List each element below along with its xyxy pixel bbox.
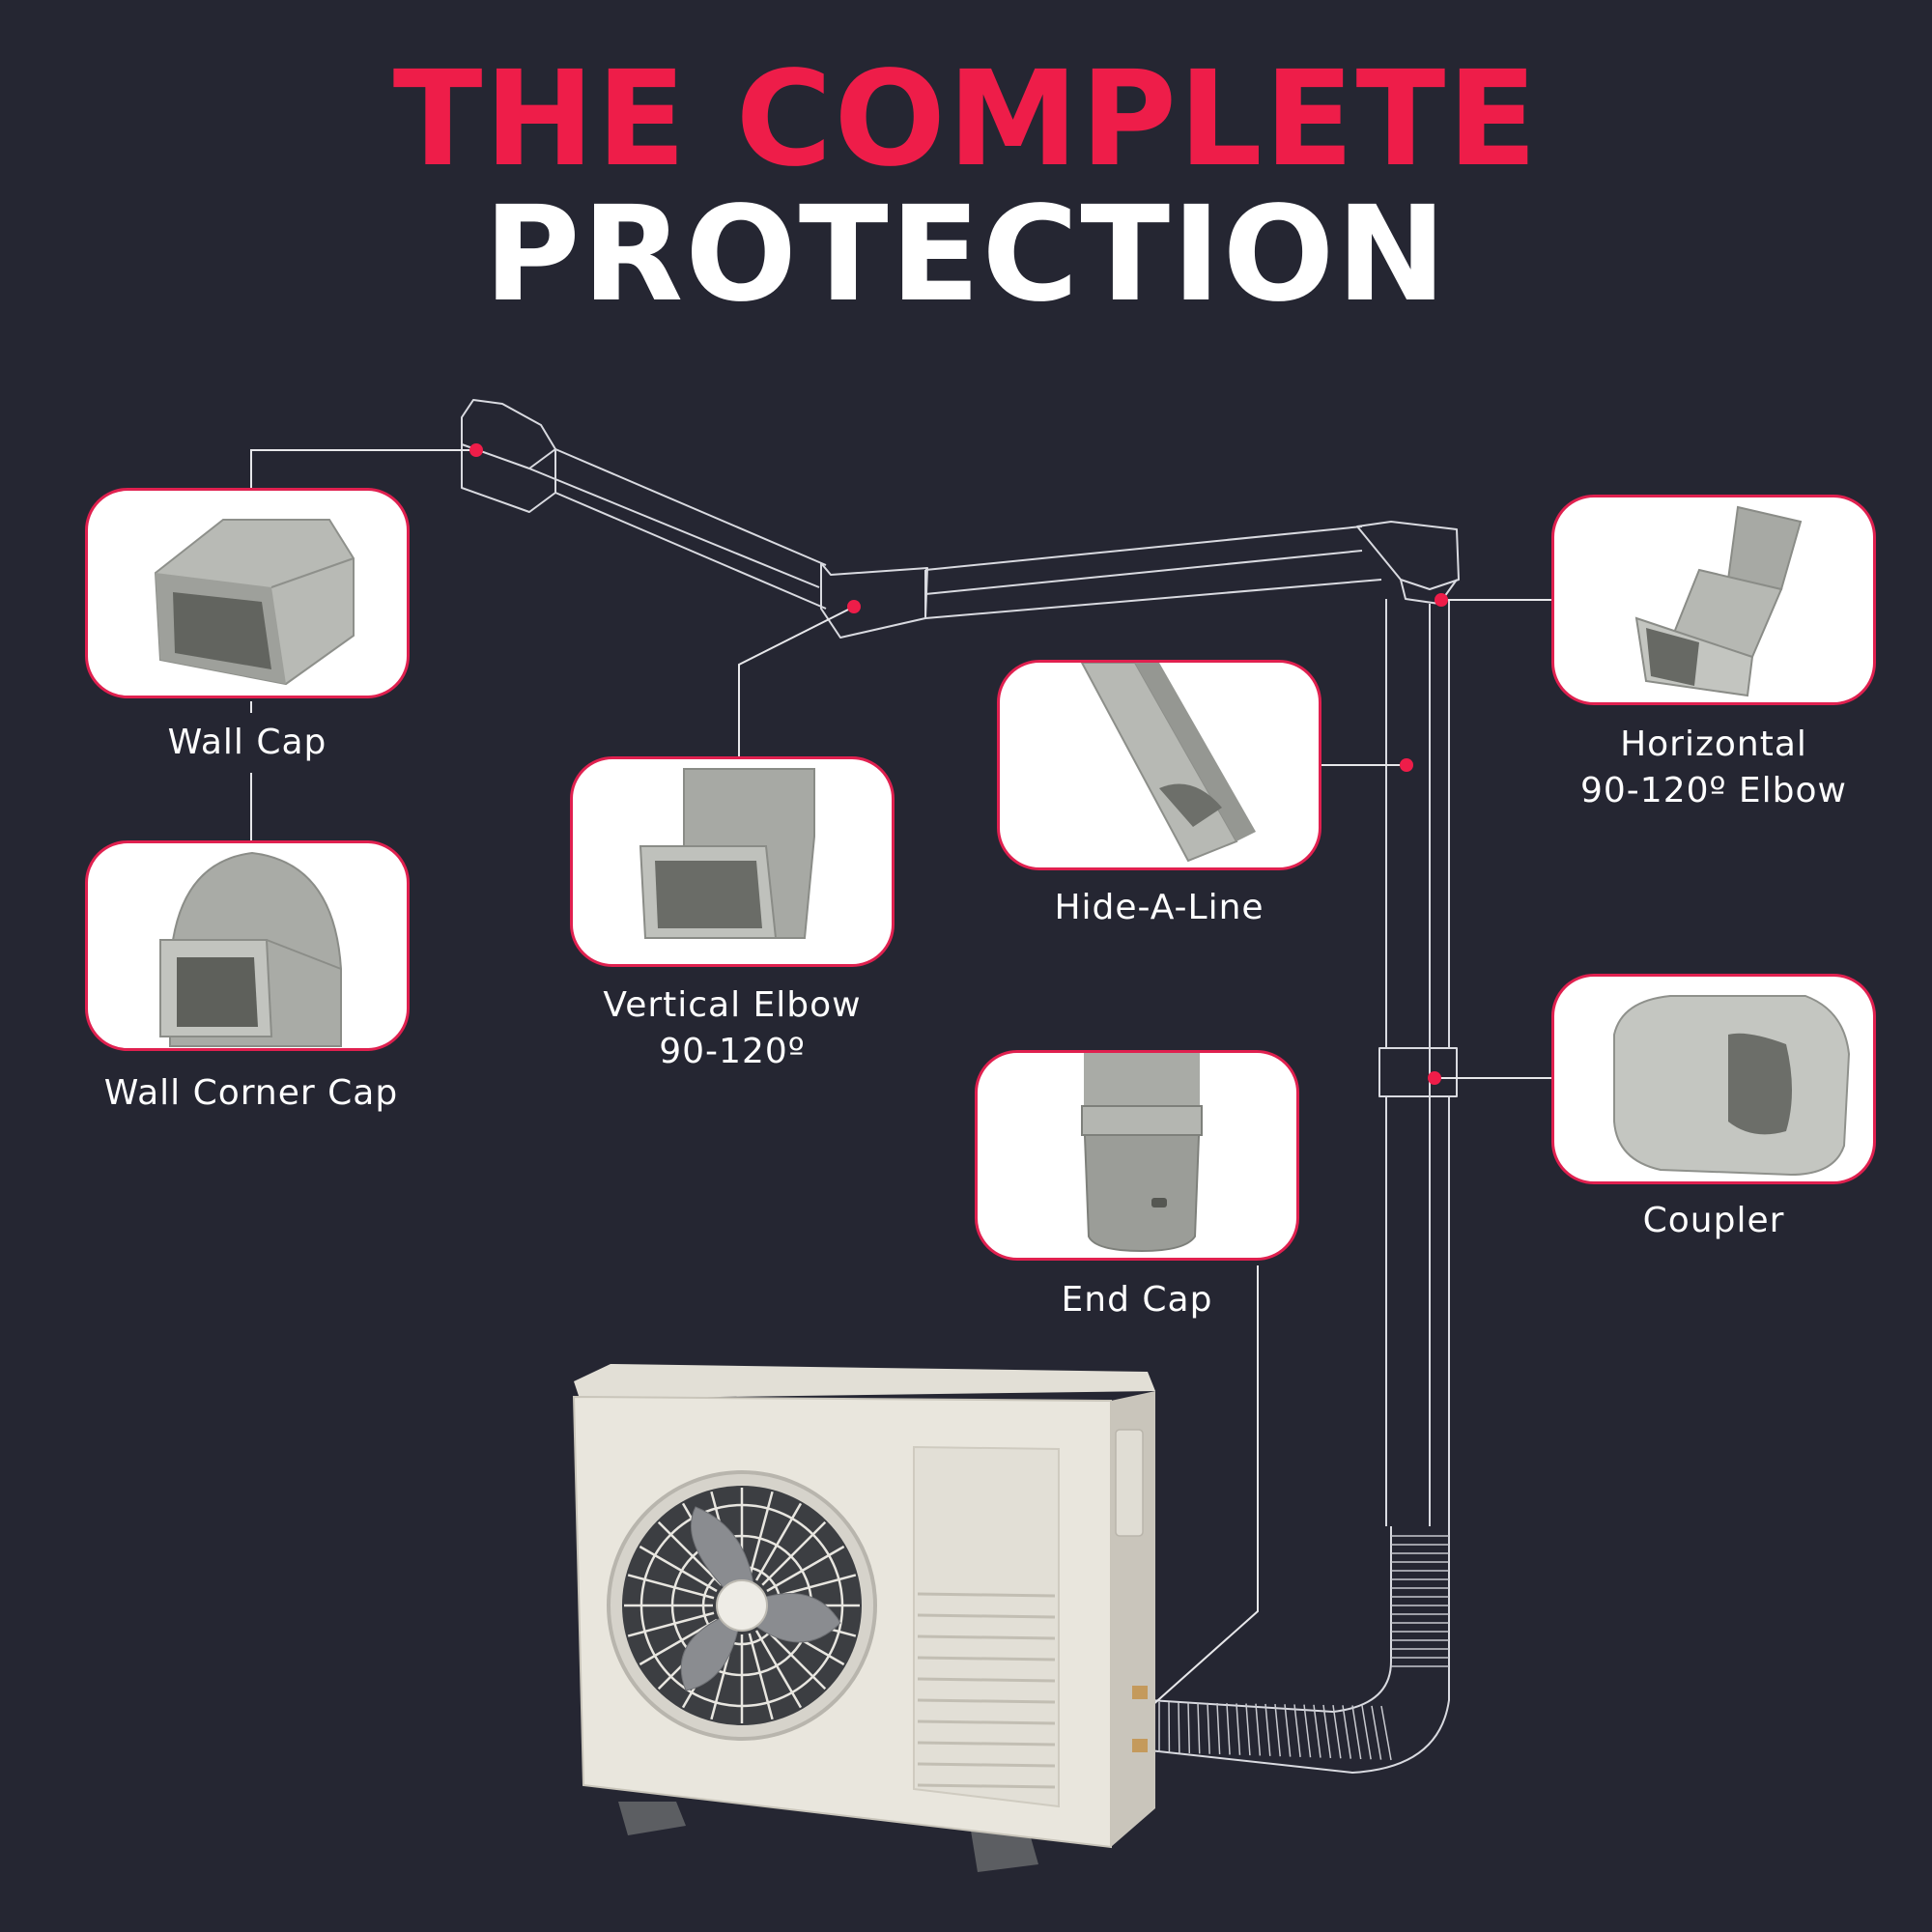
vertical-elbow-label-line-2: 90-120º — [659, 1032, 806, 1071]
hide-a-line-icon — [1080, 663, 1256, 863]
hide-a-line-card — [997, 660, 1321, 870]
coupler-card — [1551, 974, 1876, 1184]
vertical-elbow-label: Vertical Elbow 90-120º — [541, 982, 923, 1075]
coupler-icon — [1613, 995, 1851, 1177]
vertical-elbow-label-line-1: Vertical Elbow — [603, 985, 862, 1025]
horizontal-elbow-label-line-2: 90-120º Elbow — [1580, 771, 1847, 810]
leader-lines — [250, 449, 1551, 1716]
duct-outline — [461, 399, 1460, 1774]
vertical-elbow-card — [570, 756, 895, 967]
outdoor-ac-unit — [572, 1364, 1155, 1872]
connection-points — [469, 443, 1448, 1721]
end-cap-label: End Cap — [1061, 1280, 1213, 1320]
flex-duct-ribs — [1158, 1535, 1449, 1761]
wall-cap-card — [85, 488, 410, 698]
title-line-1: THE COMPLETE — [392, 43, 1540, 196]
hide-a-line-label: Hide-A-Line — [1054, 888, 1264, 927]
wall-cap-icon — [154, 519, 355, 686]
wall-cap-label: Wall Cap — [167, 723, 327, 762]
wall-corner-cap-icon — [159, 851, 342, 1047]
end-cap-card — [975, 1050, 1299, 1261]
title-line-2: PROTECTION — [483, 179, 1449, 331]
horizontal-elbow-label-line-1: Horizontal — [1620, 724, 1807, 764]
horizontal-elbow-label: Horizontal 90-120º Elbow — [1522, 722, 1905, 814]
wall-corner-cap-label: Wall Corner Cap — [103, 1073, 399, 1113]
coupler-label: Coupler — [1642, 1201, 1785, 1240]
wall-corner-cap-card — [85, 840, 410, 1051]
end-cap-icon — [1081, 1053, 1203, 1253]
horizontal-elbow-icon — [1634, 505, 1803, 697]
vertical-elbow-icon — [639, 768, 815, 939]
horizontal-elbow-card — [1551, 495, 1876, 705]
